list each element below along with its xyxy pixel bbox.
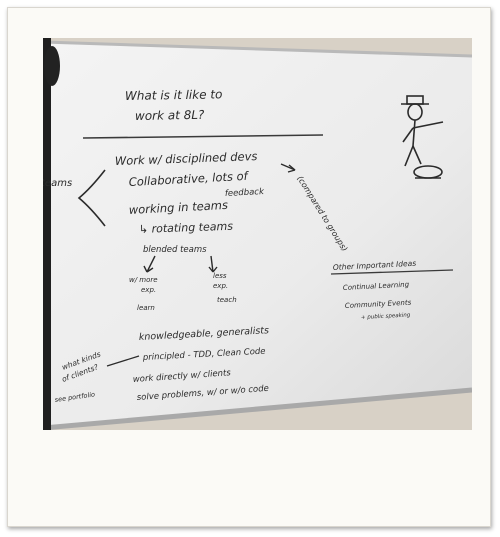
- stick-figure-drawing: [401, 95, 444, 179]
- arrow-right: [208, 255, 218, 273]
- polaroid-frame: What is it like to work at 8L? teams Wor…: [7, 7, 491, 527]
- eraser: [44, 46, 60, 86]
- item-disciplined: Work w/ disciplined devs: [115, 149, 258, 168]
- whiteboard-surface: [43, 42, 472, 428]
- other-item-learning: Continual Learning: [343, 281, 410, 292]
- item-working-in-teams: working in teams: [128, 198, 228, 217]
- left-branch-2: exp.: [141, 286, 156, 294]
- item-rotating-teams: ↳ rotating teams: [139, 220, 234, 236]
- other-item-speaking: + public speaking: [361, 312, 411, 321]
- board-edge: [43, 38, 51, 430]
- other-item-events: Community Events: [345, 299, 412, 310]
- left-branch-1: w/ more: [129, 276, 158, 284]
- whiteboard-scene: What is it like to work at 8L? teams Wor…: [43, 38, 472, 430]
- item-feedback: feedback: [225, 187, 266, 199]
- whiteboard-photo: What is it like to work at 8L? teams Wor…: [43, 38, 472, 430]
- right-branch-1: less: [213, 272, 227, 280]
- brace-mark: [77, 169, 106, 227]
- side-label-teams: teams: [43, 178, 72, 189]
- title-line-1: What is it like to: [125, 87, 223, 103]
- blended-teams: blended teams: [143, 245, 207, 255]
- item-collaborative: Collaborative, lots of: [128, 169, 249, 189]
- right-branch-3: teach: [217, 296, 237, 304]
- left-branch-3: learn: [137, 304, 155, 312]
- arrow-left: [143, 255, 156, 273]
- title-underline: [82, 134, 324, 139]
- marker-tray: [43, 387, 472, 430]
- right-branch-2: exp.: [213, 282, 228, 290]
- other-ideas-title: Other Important Ideas: [333, 259, 417, 272]
- title-line-2: work at 8L?: [135, 108, 205, 123]
